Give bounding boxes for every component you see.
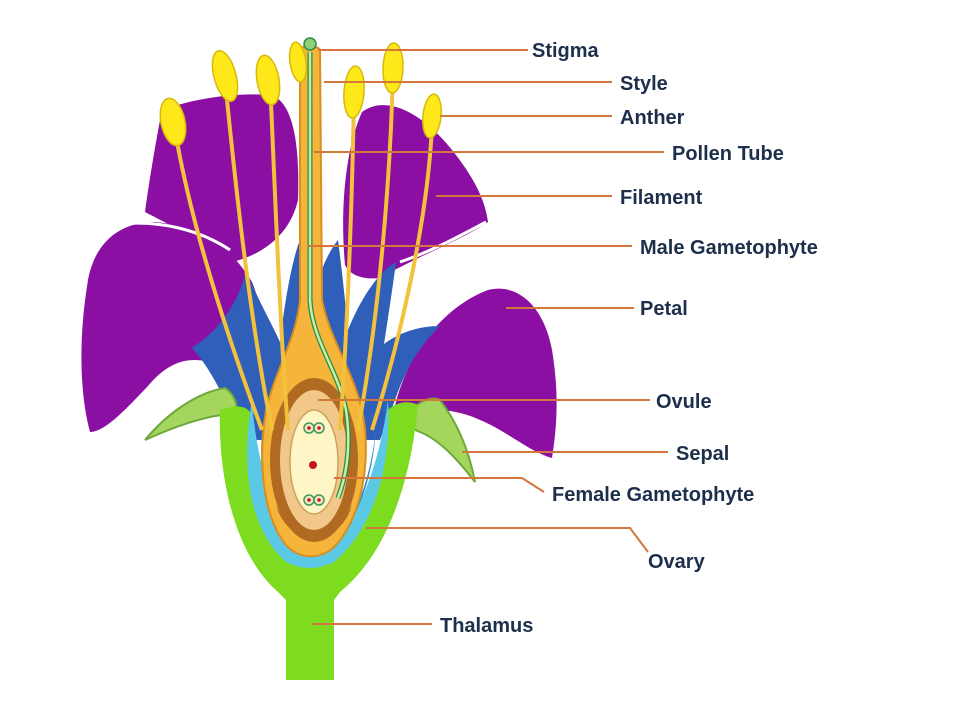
- filament: [268, 79, 290, 431]
- label-female-gametophyte: Female Gametophyte: [552, 484, 754, 506]
- ovule-base: [276, 505, 352, 540]
- anther: [255, 54, 281, 106]
- filament: [224, 89, 274, 431]
- label-style: Style: [620, 73, 668, 95]
- label-anther: Anther: [620, 107, 685, 129]
- petal-crease-right: [399, 220, 487, 264]
- nucleus-dot: [317, 498, 321, 502]
- anther: [159, 97, 187, 147]
- label-ovule: Ovule: [656, 391, 712, 413]
- sepal-left: [144, 386, 238, 441]
- label-ovary: Ovary: [648, 551, 706, 573]
- petals: [81, 94, 557, 458]
- nucleus-dot: [317, 426, 321, 430]
- nucleus-dot: [307, 426, 311, 430]
- petal-crease: [119, 221, 231, 252]
- nucleus-dot: [307, 498, 311, 502]
- label-stigma: Stigma: [532, 40, 600, 62]
- petal-left: [81, 222, 261, 432]
- pollen-tube-core: [308, 52, 350, 499]
- egg-nucleus: [309, 461, 317, 469]
- leader-female-gametophyte: [334, 477, 545, 493]
- leader-ovary: [366, 527, 649, 553]
- anther: [343, 65, 365, 119]
- label-sepal: Sepal: [676, 443, 729, 465]
- label-thalamus: Thalamus: [440, 615, 533, 637]
- label-pollen-tube: Pollen Tube: [672, 143, 784, 165]
- anther: [382, 42, 404, 94]
- petal-right: [392, 288, 557, 458]
- anther: [211, 49, 239, 103]
- filament: [173, 129, 264, 431]
- stigma-tip: [303, 37, 317, 51]
- label-filament: Filament: [620, 187, 703, 209]
- anther: [422, 93, 442, 139]
- ovule: [270, 378, 358, 542]
- filament: [338, 99, 356, 431]
- petal-upper-right: [343, 105, 488, 279]
- label-male-gametophyte: Male Gametophyte: [640, 237, 818, 259]
- leader-lines: [308, 49, 668, 625]
- stamens: [159, 41, 442, 431]
- anther: [288, 41, 308, 83]
- label-petal: Petal: [640, 298, 688, 320]
- filament: [370, 124, 434, 431]
- filament: [356, 71, 395, 431]
- labels: Stigma Style Anther Pollen Tube Filament…: [440, 40, 818, 637]
